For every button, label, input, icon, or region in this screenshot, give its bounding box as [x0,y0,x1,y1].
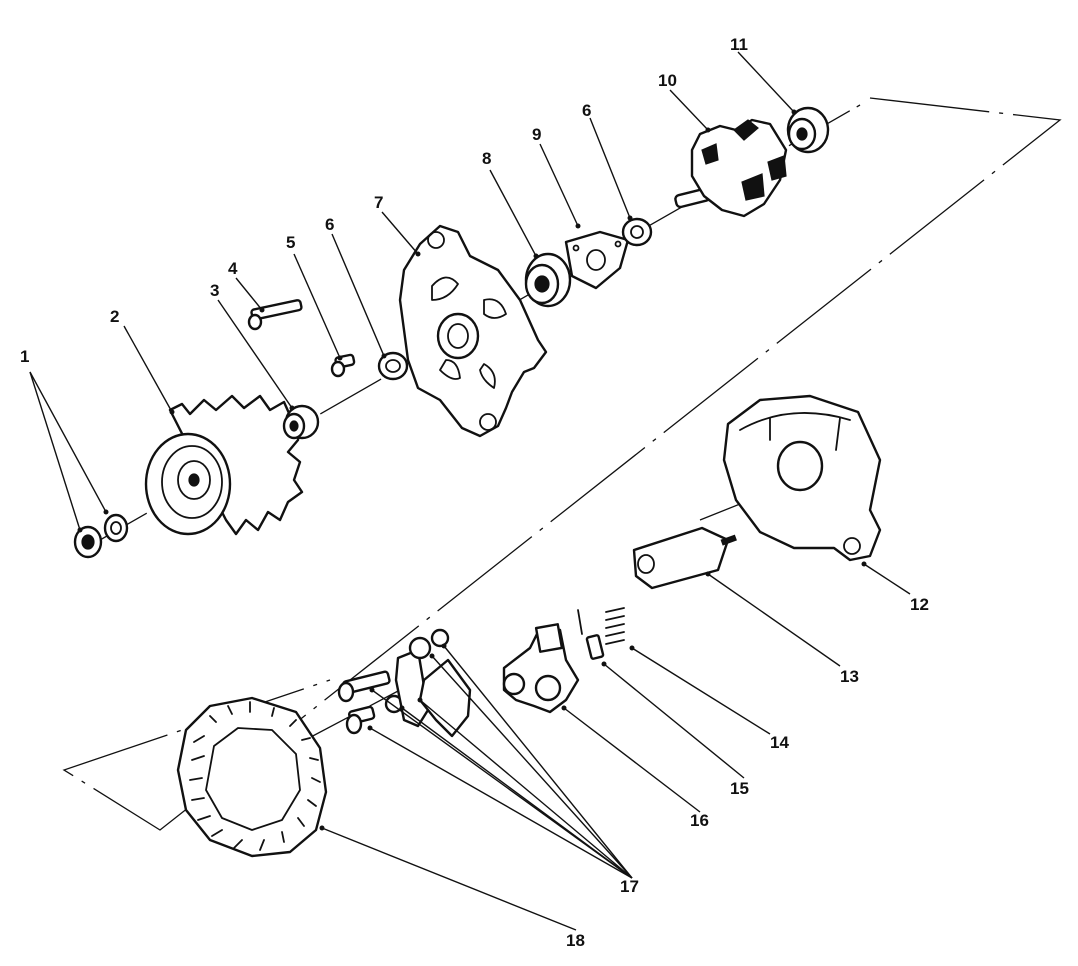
rear-housing [722,394,882,562]
callout-6-front: 6 [325,215,334,234]
callout-labels: 1 2 3 4 5 6 6 7 8 9 10 11 12 13 14 15 16… [20,35,929,950]
nut [73,525,103,559]
callout-10: 10 [658,71,677,90]
thrust-washer-rear [621,217,653,247]
pulley-fan [144,394,304,536]
voltage-regulator [632,526,737,590]
carbon-brush [577,609,605,660]
callout-11: 11 [730,35,748,54]
assembly-frame [62,97,1062,831]
leader-lines [29,51,911,931]
front-bearing [524,252,572,308]
callout-6-rear: 6 [582,101,591,120]
spacer-collar [282,404,320,440]
callout-15: 15 [730,779,749,798]
rotor [674,118,788,218]
callout-2: 2 [110,307,119,326]
front-housing [398,224,548,438]
rear-bearing [786,106,830,154]
callout-8: 8 [482,149,491,168]
thrust-washer-front [377,351,409,381]
callout-7: 7 [374,193,383,212]
callout-18: 18 [566,931,585,950]
brush-holder [502,623,580,714]
callout-3: 3 [210,281,219,300]
terminal-hardware [337,628,472,738]
long-screw [247,299,303,331]
brush-spring [605,607,625,645]
callout-14: 14 [770,733,789,752]
callout-13: 13 [840,667,859,686]
callout-1: 1 [20,347,29,366]
callout-12: 12 [910,595,929,614]
callout-4: 4 [228,259,238,278]
stator [176,696,328,858]
callout-5: 5 [286,233,295,252]
callout-9: 9 [532,125,541,144]
lock-washer [103,513,129,543]
callout-16: 16 [690,811,709,830]
bearing-retainer-plate [564,230,630,290]
callout-17: 17 [620,877,639,896]
short-screw [330,353,356,378]
